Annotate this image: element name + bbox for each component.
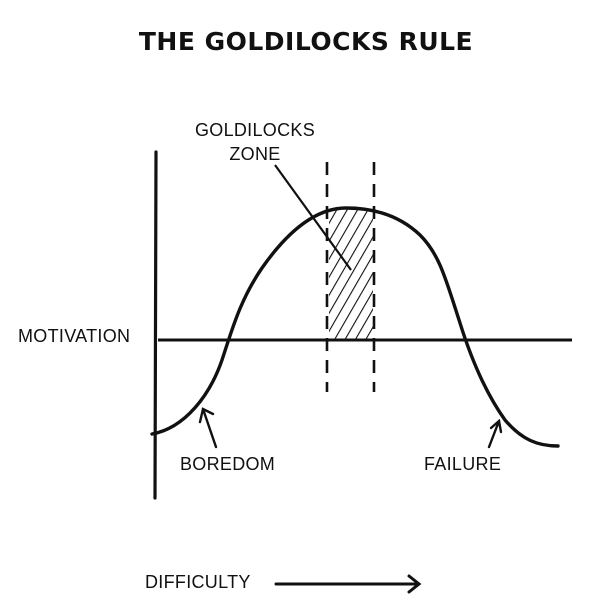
zone-label-line2: ZONE xyxy=(229,144,281,164)
difficulty-arrow-icon xyxy=(274,574,422,594)
zone-label-line1: GOLDILOCKS xyxy=(194,120,316,140)
motivation-curve xyxy=(150,206,560,448)
goldilocks-zone-hatch xyxy=(329,207,373,340)
boredom-arrow-icon xyxy=(198,407,218,449)
boredom-label: BOREDOM xyxy=(180,454,276,474)
failure-label: FAILURE xyxy=(424,454,502,474)
goldilocks-zone-label: GOLDILOCKS ZONE xyxy=(190,118,320,166)
x-axis-label: DIFFICULTY xyxy=(145,572,251,592)
diagram-title: THE GOLDILOCKS RULE xyxy=(138,27,474,56)
y-axis-label: MOTIVATION xyxy=(18,326,131,346)
zone-leader-line xyxy=(274,164,352,271)
y-axis-line xyxy=(153,150,158,500)
failure-arrow-icon xyxy=(487,418,503,449)
